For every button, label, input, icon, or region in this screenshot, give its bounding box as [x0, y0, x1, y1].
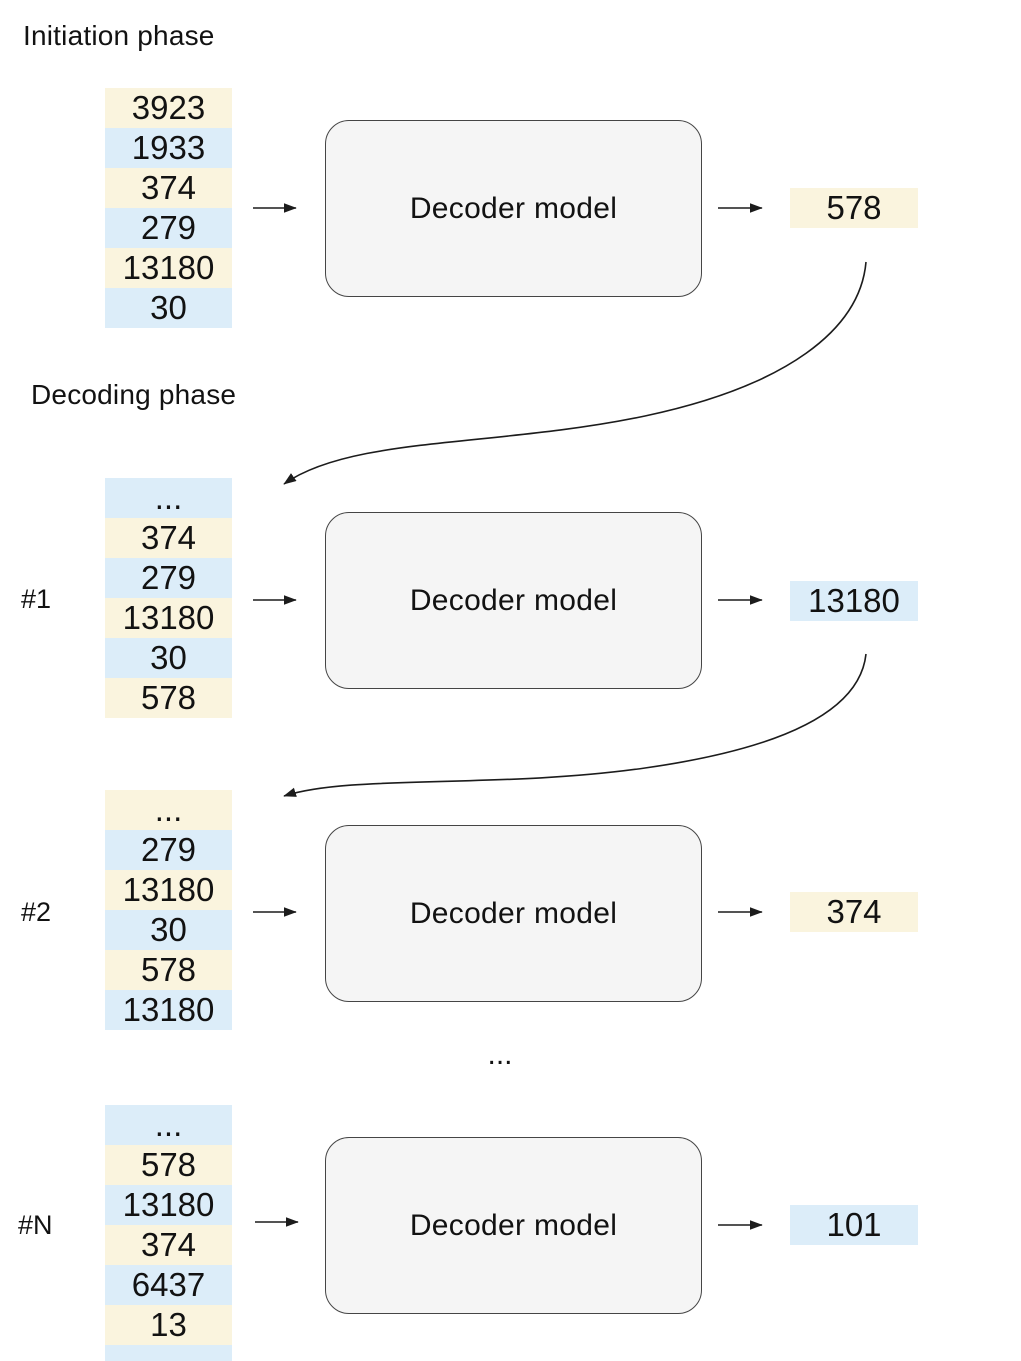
token-cell: 578: [105, 950, 232, 990]
decoder-model-label: Decoder model: [409, 583, 618, 617]
token-cell: 13180: [105, 870, 232, 910]
stage-label-2: #2: [21, 897, 52, 927]
decoder-model-box: Decoder model: [325, 120, 702, 297]
token-list-step1: ... 374 279 13180 30 578: [105, 478, 232, 718]
output-token-cell: 578: [790, 188, 918, 228]
token-cell: 13180: [105, 1185, 232, 1225]
decoder-model-label: Decoder model: [409, 1208, 618, 1242]
decoder-model-box: Decoder model: [325, 1137, 702, 1314]
steps-ellipsis: ...: [487, 1038, 513, 1071]
decoder-model-box: Decoder model: [325, 512, 702, 689]
token-cell: 13180: [105, 248, 232, 288]
decoding-phase-title: Decoding phase: [31, 379, 237, 410]
token-cell: 13180: [105, 598, 232, 638]
decoder-model-label: Decoder model: [409, 896, 618, 930]
decoder-model-label: Decoder model: [409, 191, 618, 225]
token-cell: 6437: [105, 1265, 232, 1305]
token-cell: 13180: [105, 990, 232, 1030]
decoder-model-box: Decoder model: [325, 825, 702, 1002]
token-cell: ...: [105, 478, 232, 518]
token-cell: 374: [105, 518, 232, 558]
stage-label-1: #1: [21, 584, 52, 614]
stage-label-n: #N: [18, 1210, 53, 1240]
token-cell: 30: [105, 638, 232, 678]
output-token-cell: 374: [790, 892, 918, 932]
token-list-initiation: 3923 1933 374 279 13180 30: [105, 88, 232, 328]
token-cell: 13: [105, 1305, 232, 1345]
token-cell: 279: [105, 208, 232, 248]
output-token-cell: 101: [790, 1205, 918, 1245]
token-cell: 1933: [105, 128, 232, 168]
token-cell: 374: [105, 168, 232, 208]
token-list-step2: ... 279 13180 30 578 13180: [105, 790, 232, 1030]
token-cell: ...: [105, 790, 232, 830]
token-cell: 374: [105, 1225, 232, 1265]
token-list-stepN: ... 578 13180 374 6437 13: [105, 1105, 232, 1361]
token-cell: 30: [105, 288, 232, 328]
token-cell: 279: [105, 558, 232, 598]
token-cell: 30: [105, 910, 232, 950]
output-token-cell: 13180: [790, 581, 918, 621]
token-cell: 578: [105, 678, 232, 718]
token-cell-partial: [105, 1345, 232, 1361]
initiation-phase-title: Initiation phase: [23, 20, 215, 51]
token-cell: 578: [105, 1145, 232, 1185]
token-cell: ...: [105, 1105, 232, 1145]
token-cell: 279: [105, 830, 232, 870]
token-cell: 3923: [105, 88, 232, 128]
